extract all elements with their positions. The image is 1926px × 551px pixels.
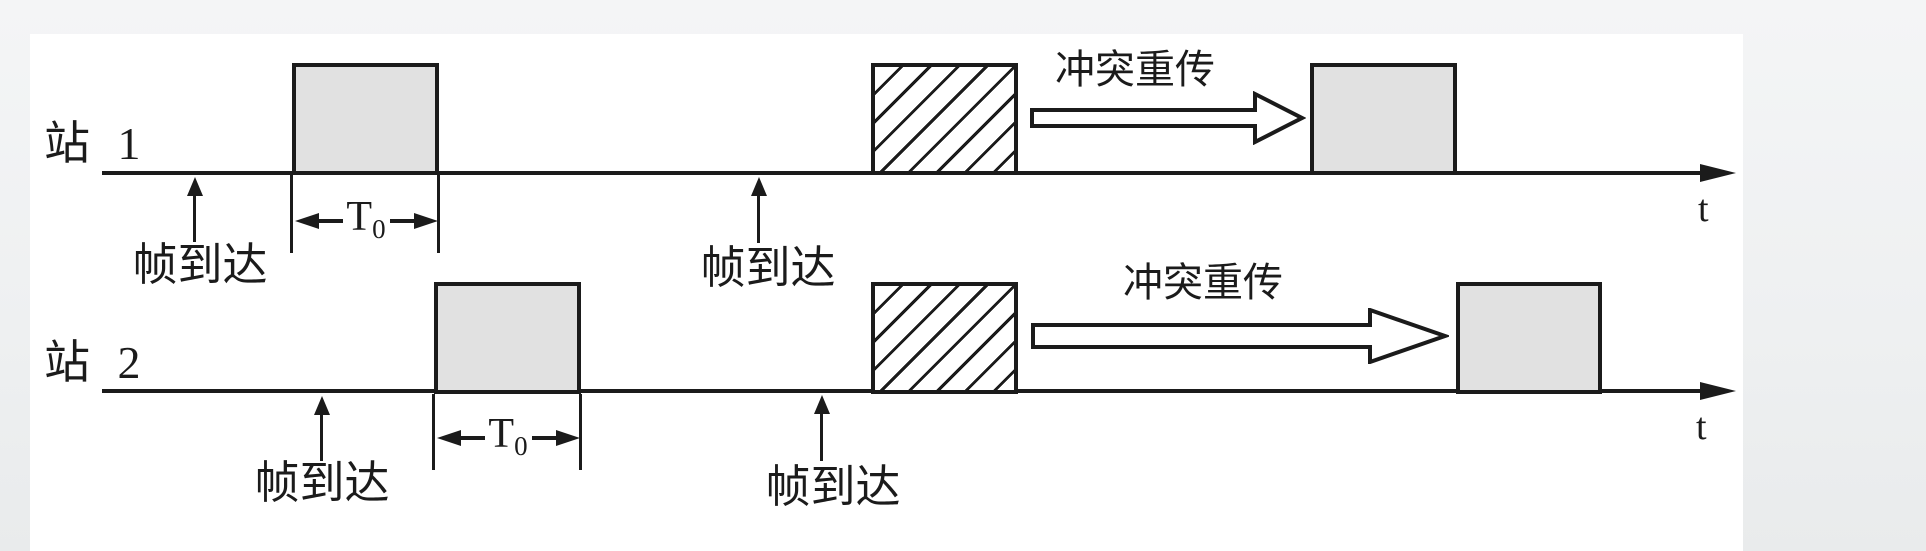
t0-right-arrow-stem	[390, 219, 416, 223]
station-2-timeline-arrowhead-icon	[1700, 382, 1736, 400]
frame-arrival-label: 帧到达	[254, 458, 390, 508]
retransmit-arrow-icon	[1030, 91, 1306, 145]
frame-arrival-arrow-stem	[820, 409, 823, 461]
t0-extension-line	[579, 394, 582, 470]
station-1-timeline-arrowhead-icon	[1700, 164, 1736, 182]
frame-arrival-label: 帧到达	[700, 243, 836, 293]
t0-right-arrow-icon	[556, 430, 580, 446]
t0-label: T0	[346, 196, 385, 243]
station-1-label: 站 1	[44, 118, 141, 169]
station-2-collision-box	[871, 282, 1018, 394]
retransmit-arrow-icon	[1031, 308, 1449, 364]
station-2-axis-t-label: t	[1696, 406, 1707, 448]
t0-main: T	[488, 411, 515, 457]
frame-arrival-arrow-icon	[814, 395, 830, 414]
frame-arrival-arrow-stem	[320, 410, 323, 461]
t0-extension-line	[290, 175, 293, 253]
frame-arrival-label: 帧到达	[765, 462, 901, 512]
t0-main: T	[346, 194, 373, 240]
t0-sub: 0	[514, 431, 528, 461]
station-1-axis-t-label: t	[1698, 188, 1709, 230]
station-2-retransmitted-frame-box	[1456, 282, 1602, 394]
station-2-frame-box	[434, 282, 581, 394]
frame-arrival-arrow-stem	[193, 191, 196, 242]
station-1-retransmitted-frame-box	[1310, 63, 1457, 175]
collision-retransmit-label: 冲突重传	[1123, 260, 1283, 305]
frame-arrival-label: 帧到达	[132, 240, 268, 290]
t0-right-arrow-icon	[414, 213, 438, 229]
t0-right-arrow-stem	[532, 436, 558, 440]
frame-arrival-arrow-stem	[757, 191, 760, 243]
t0-left-arrow-icon	[295, 213, 319, 229]
frame-arrival-arrow-icon	[187, 177, 203, 196]
station-1-collision-box	[871, 63, 1018, 175]
frame-arrival-arrow-icon	[314, 396, 330, 415]
frame-arrival-arrow-icon	[751, 177, 767, 196]
t0-extension-line	[437, 175, 440, 253]
t0-left-arrow-stem	[317, 219, 343, 223]
t0-sub: 0	[372, 214, 386, 244]
t0-label: T0	[488, 413, 527, 460]
collision-retransmit-label: 冲突重传	[1055, 47, 1215, 92]
station-1-frame-box	[292, 63, 439, 175]
t0-extension-line	[432, 394, 435, 470]
station-2-label: 站 2	[44, 337, 141, 388]
t0-left-arrow-stem	[459, 436, 485, 440]
t0-left-arrow-icon	[437, 430, 461, 446]
